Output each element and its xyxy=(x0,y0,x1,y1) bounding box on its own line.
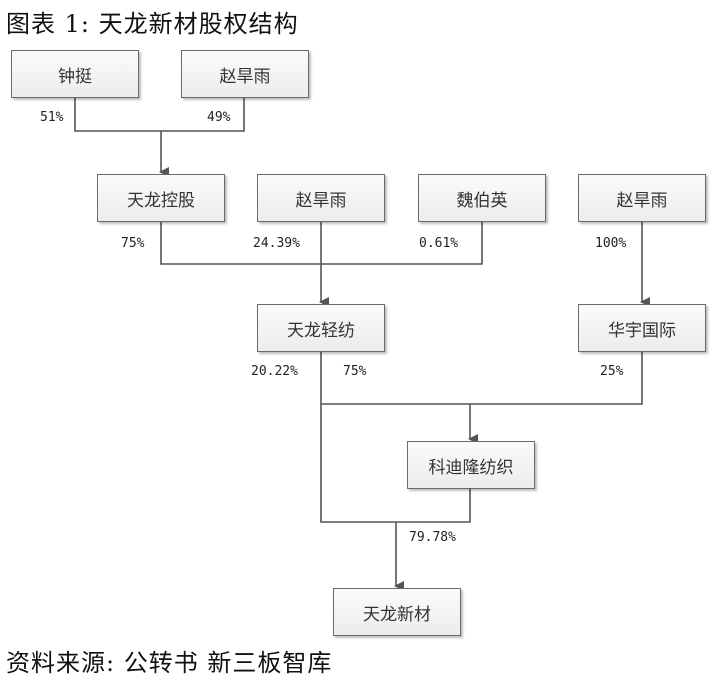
node-label: 天龙轻纺 xyxy=(287,320,355,341)
node-tianlong-new-material: 天龙新材 xyxy=(333,588,461,636)
node-zhong-ting: 钟挺 xyxy=(11,50,139,98)
pct-label: 75% xyxy=(343,364,367,379)
figure-title: 图表 1: 天龙新材股权结构 xyxy=(6,10,299,38)
node-label: 天龙控股 xyxy=(127,190,195,211)
node-zhao-hanyu-right: 赵旱雨 xyxy=(578,174,706,222)
pct-label: 49% xyxy=(207,110,231,125)
pct-label: 0.61% xyxy=(419,236,459,251)
node-zhao-hanyu-top: 赵旱雨 xyxy=(181,50,309,98)
node-tianlong-holding: 天龙控股 xyxy=(97,174,225,222)
node-label: 赵旱雨 xyxy=(295,190,347,211)
source-note: 资料来源: 公转书 新三板智库 xyxy=(6,649,333,677)
pct-label: 79.78% xyxy=(409,530,456,545)
node-zhao-hanyu-mid: 赵旱雨 xyxy=(257,174,385,222)
node-label: 赵旱雨 xyxy=(219,66,271,87)
pct-label: 100% xyxy=(595,236,627,251)
node-label: 钟挺 xyxy=(58,66,92,87)
node-label: 赵旱雨 xyxy=(616,190,668,211)
node-kedilong: 科迪隆纺织 xyxy=(407,441,535,489)
node-huayu-intl: 华宇国际 xyxy=(578,304,706,352)
node-wei-boying: 魏伯英 xyxy=(418,174,546,222)
node-label: 魏伯英 xyxy=(456,190,508,211)
pct-label: 20.22% xyxy=(251,364,298,379)
pct-label: 25% xyxy=(600,364,624,379)
node-label: 天龙新材 xyxy=(363,604,431,625)
pct-label: 51% xyxy=(40,110,64,125)
pct-label: 24.39% xyxy=(253,236,300,251)
node-label: 华宇国际 xyxy=(608,320,676,341)
node-tianlong-textile: 天龙轻纺 xyxy=(257,304,385,352)
node-label: 科迪隆纺织 xyxy=(428,457,514,478)
pct-label: 75% xyxy=(121,236,145,251)
